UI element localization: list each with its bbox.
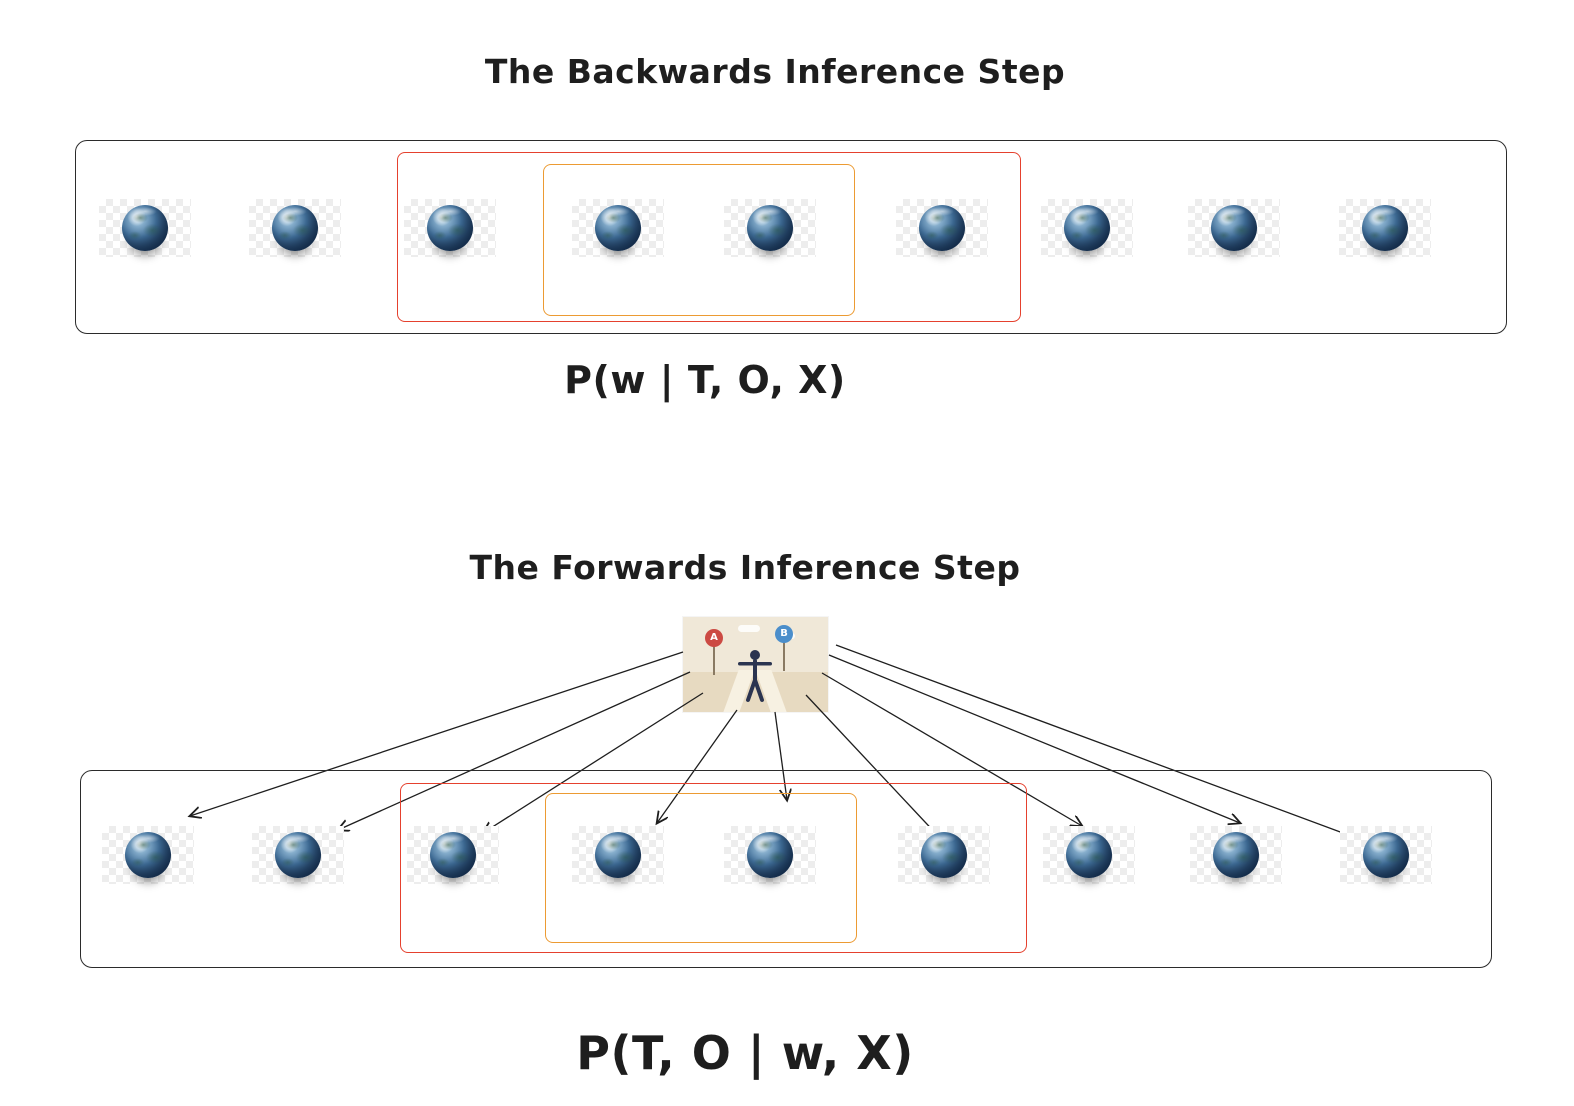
sign-a-label: A: [705, 629, 723, 647]
sign-b-label: B: [775, 625, 793, 643]
forwards-formula: P(T, O | w, X): [576, 1026, 914, 1080]
earth-sphere: [1363, 832, 1409, 878]
earth-sphere: [272, 205, 318, 251]
globe-icon: [407, 826, 499, 884]
globe-icon: [404, 199, 496, 257]
earth-sphere: [430, 832, 476, 878]
person-figure: [738, 650, 772, 702]
cloud-icon: [738, 625, 760, 632]
backwards-section-title: The Backwards Inference Step: [484, 52, 1066, 91]
globe-icon: [1041, 199, 1133, 257]
backwards-red-highlight-box: [397, 152, 1021, 322]
earth-sphere: [919, 205, 965, 251]
globe-icon: [724, 199, 816, 257]
globe-icon: [1339, 199, 1431, 257]
backwards-formula: P(w | T, O, X): [564, 358, 846, 402]
sign-b: B: [775, 625, 793, 671]
globe-icon: [1188, 199, 1280, 257]
globe-icon: [896, 199, 988, 257]
forwards-context-box: [80, 770, 1492, 968]
globe-icon: [898, 826, 990, 884]
earth-sphere: [747, 832, 793, 878]
earth-sphere: [747, 205, 793, 251]
earth-sphere: [275, 832, 321, 878]
earth-sphere: [1064, 205, 1110, 251]
globe-icon: [1340, 826, 1432, 884]
crossroads-illustration: A B: [683, 617, 828, 712]
sign-pole: [713, 643, 715, 675]
globe-icon: [249, 199, 341, 257]
globe-icon: [1043, 826, 1135, 884]
globe-icon: [99, 199, 191, 257]
earth-sphere: [1213, 832, 1259, 878]
backwards-context-box: [75, 140, 1507, 334]
earth-sphere: [122, 205, 168, 251]
earth-sphere: [595, 832, 641, 878]
sign-a: A: [705, 629, 723, 675]
earth-sphere: [595, 205, 641, 251]
globe-icon: [572, 199, 664, 257]
sign-pole: [783, 639, 785, 671]
forwards-orange-highlight-box: [545, 793, 857, 943]
globe-icon: [1190, 826, 1282, 884]
backwards-orange-highlight-box: [543, 164, 855, 316]
globe-icon: [252, 826, 344, 884]
globe-icon: [724, 826, 816, 884]
forwards-red-highlight-box: [400, 783, 1027, 953]
earth-sphere: [125, 832, 171, 878]
earth-sphere: [1211, 205, 1257, 251]
forwards-section-title: The Forwards Inference Step: [469, 548, 1021, 587]
earth-sphere: [427, 205, 473, 251]
globe-icon: [572, 826, 664, 884]
globe-icon: [102, 826, 194, 884]
earth-sphere: [921, 832, 967, 878]
earth-sphere: [1066, 832, 1112, 878]
earth-sphere: [1362, 205, 1408, 251]
